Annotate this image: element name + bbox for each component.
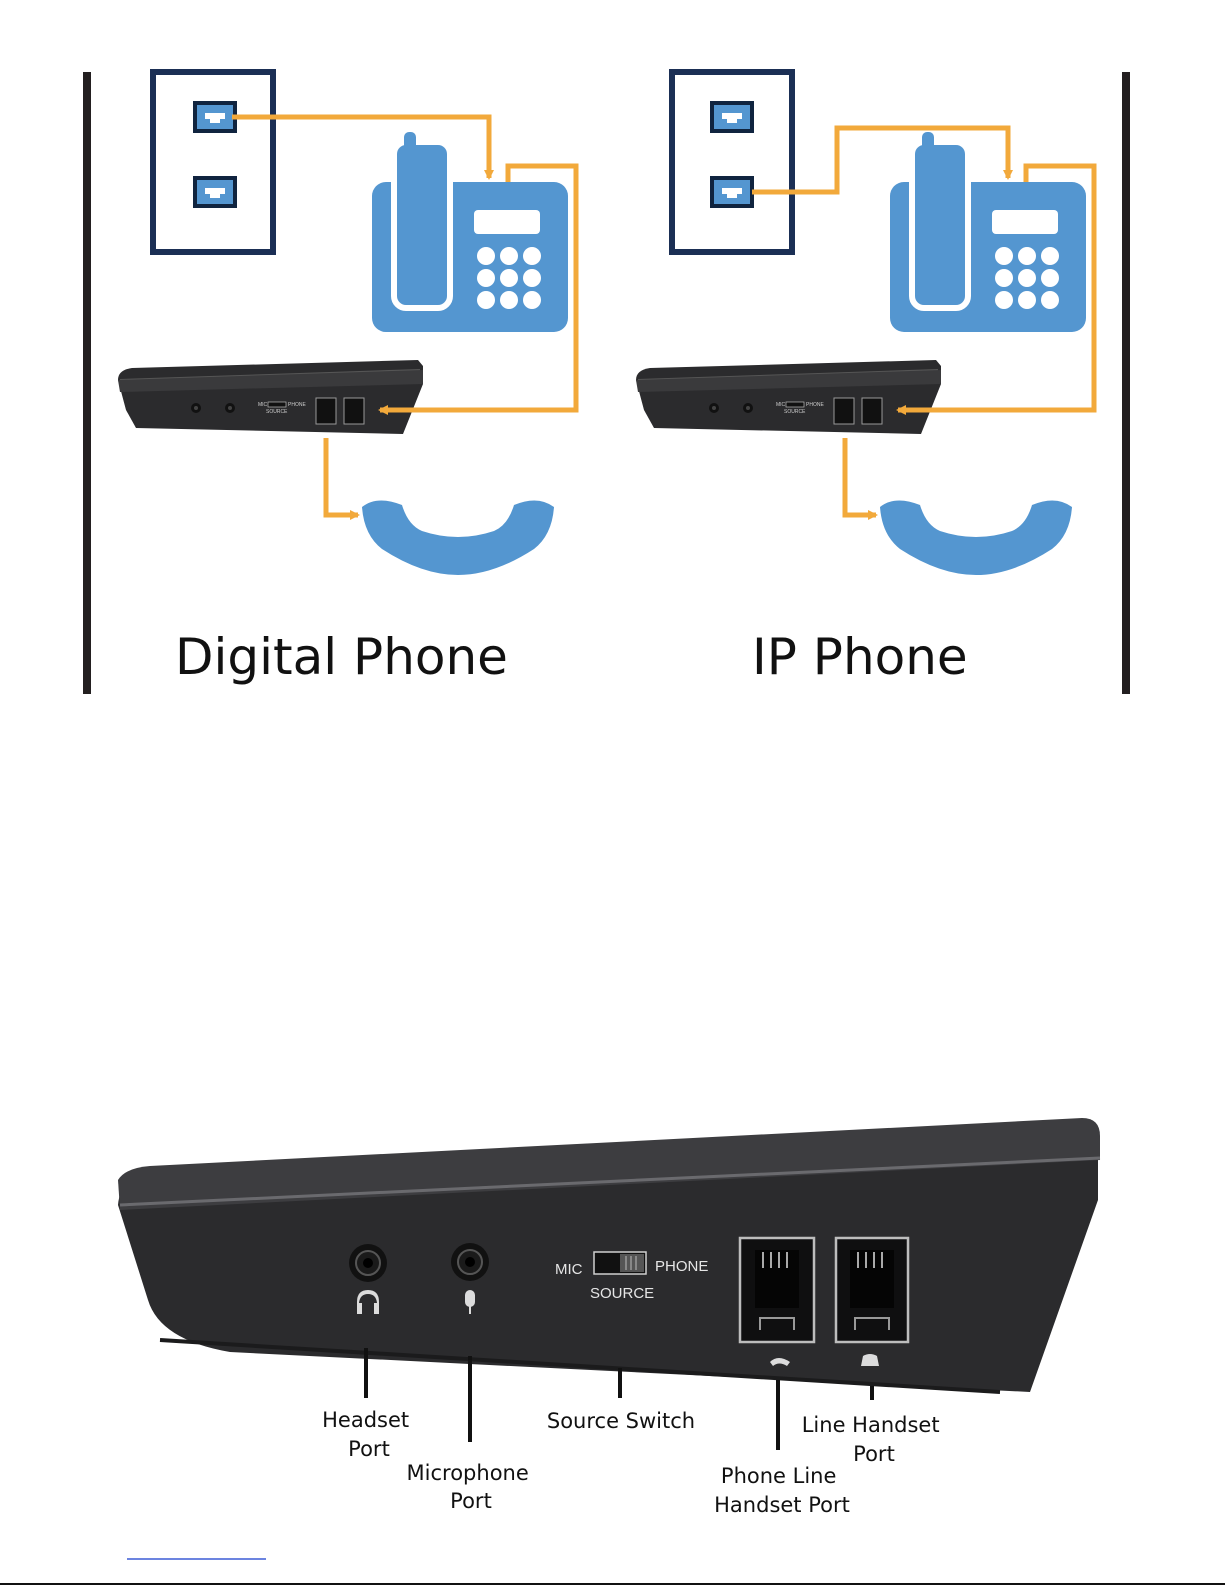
ip-phone-diagram: MIC PHONE SOURCE IP Phone <box>636 72 1094 686</box>
device-switch-caption: SOURCE <box>784 409 806 415</box>
device-switch-label: MIC <box>776 402 786 408</box>
left-border-bar <box>83 72 91 694</box>
desk-phone-icon <box>861 1354 879 1366</box>
handset-icon <box>880 500 1072 575</box>
digital-phone-diagram: MIC PHONE SOURCE Digital Phone <box>118 72 576 686</box>
callout-microphone-port: Microphone Port <box>407 1461 536 1513</box>
device-switch-caption: SOURCE <box>266 409 288 415</box>
callout-phone-line-handset-port: Phone Line Handset Port <box>714 1464 850 1517</box>
right-border-bar <box>1122 72 1130 694</box>
switch-label-phone: PHONE <box>655 1258 708 1275</box>
amplifier-device-large: MIC PHONE SOURCE <box>118 1118 1100 1392</box>
switch-caption: SOURCE <box>590 1285 654 1302</box>
device-switch-label-right: PHONE <box>806 402 824 408</box>
desk-phone-icon <box>372 132 568 332</box>
device-switch-label: MIC <box>258 402 268 408</box>
cable-device-to-handset <box>845 438 876 515</box>
desk-phone-icon <box>890 132 1086 332</box>
handset-icon <box>362 500 554 575</box>
callout-line-handset-port: Line Handset Port <box>802 1413 947 1466</box>
wall-plate <box>153 72 273 252</box>
wall-plate <box>672 72 792 252</box>
amplifier-device <box>636 360 941 434</box>
switch-label-mic: MIC <box>555 1261 583 1278</box>
amplifier-device <box>118 360 423 434</box>
diagram-title: Digital Phone <box>175 628 508 686</box>
diagram-title: IP Phone <box>752 628 968 686</box>
cable-device-to-handset <box>326 438 358 515</box>
callout-headset-port: Headset Port <box>322 1408 416 1461</box>
wall-jack-bottom <box>712 178 752 206</box>
callout-source-switch: Source Switch <box>547 1409 695 1433</box>
wall-jack-top <box>195 103 235 131</box>
device-switch-label-right: PHONE <box>288 402 306 408</box>
wall-jack-bottom <box>195 178 235 206</box>
wall-jack-top <box>712 103 752 131</box>
